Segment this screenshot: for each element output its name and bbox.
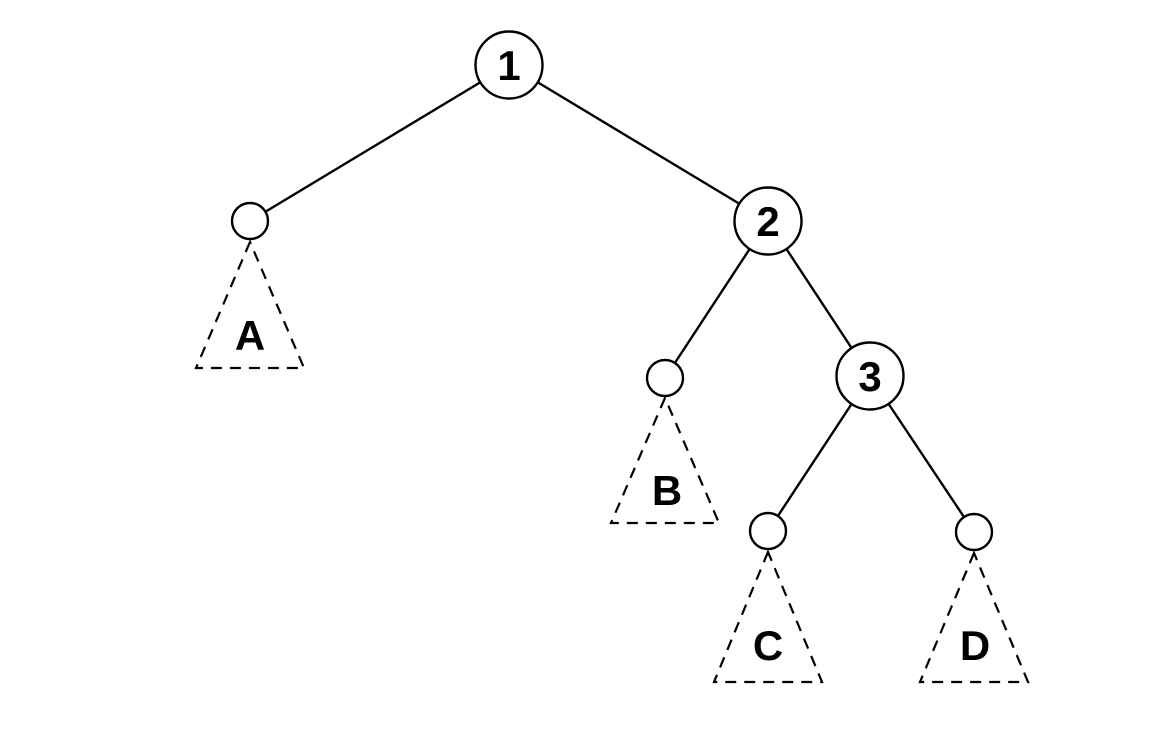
node-1-label: 1 — [497, 42, 520, 89]
leaf-circle-d — [954, 512, 994, 552]
node-3-label: 3 — [858, 353, 881, 400]
leaf-circle-b — [645, 358, 685, 398]
subtree-triangle-c — [712, 549, 824, 684]
subtree-triangle-a — [194, 239, 306, 370]
subtree-c-label: C — [753, 622, 783, 669]
node-2-circle — [733, 186, 803, 256]
subtree-a-label: A — [235, 312, 265, 359]
subtree-d-label: D — [960, 622, 990, 669]
node-3-circle — [835, 341, 905, 411]
node-1-circle — [474, 30, 544, 100]
edge-node1-node2 — [508, 63, 769, 223]
subtree-b-label: B — [652, 467, 682, 514]
leaf-circle-c — [748, 511, 788, 551]
subtree-triangle-d — [918, 550, 1030, 684]
leaf-circle-a — [230, 201, 270, 241]
subtree-triangle-b — [609, 395, 721, 525]
edge-node1-leafA — [249, 63, 510, 223]
node-2-label: 2 — [756, 198, 779, 245]
